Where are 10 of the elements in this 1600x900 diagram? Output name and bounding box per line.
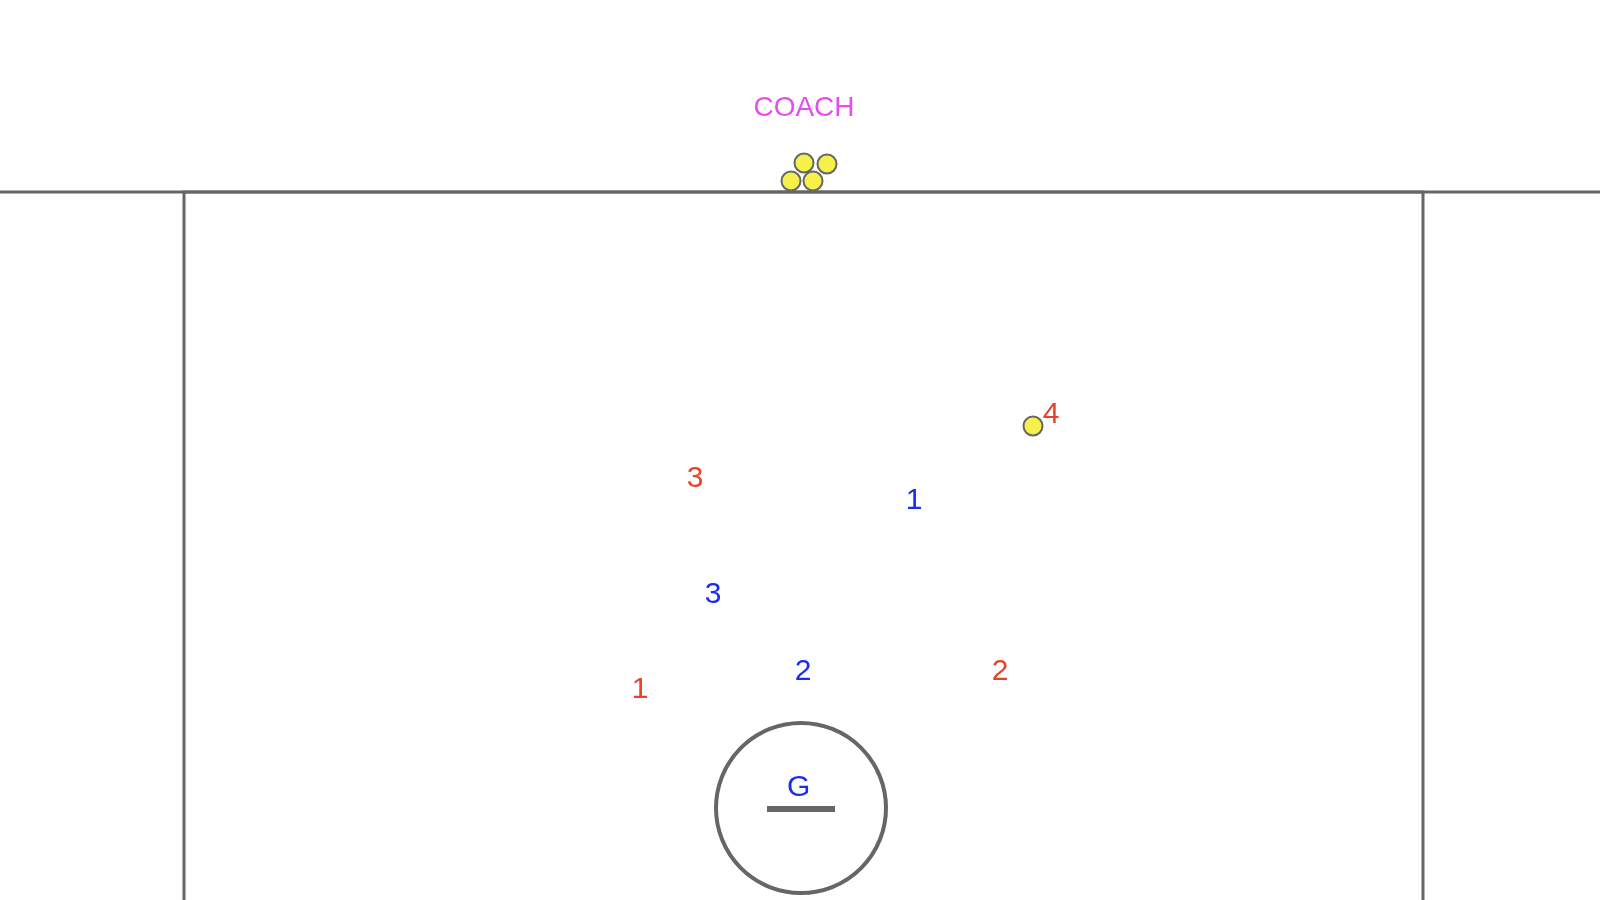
player-number: 2 (794, 655, 812, 685)
player-number: 3 (686, 462, 704, 492)
player-number: 1 (905, 484, 923, 514)
player-number: 1 (631, 673, 649, 703)
player-number: 2 (991, 655, 1009, 685)
goalie-marker: G (787, 771, 811, 801)
crease-circle (714, 721, 888, 895)
player-number: 3 (704, 578, 722, 608)
coach-label: COACH (753, 93, 855, 121)
player-number: 4 (1042, 398, 1060, 428)
